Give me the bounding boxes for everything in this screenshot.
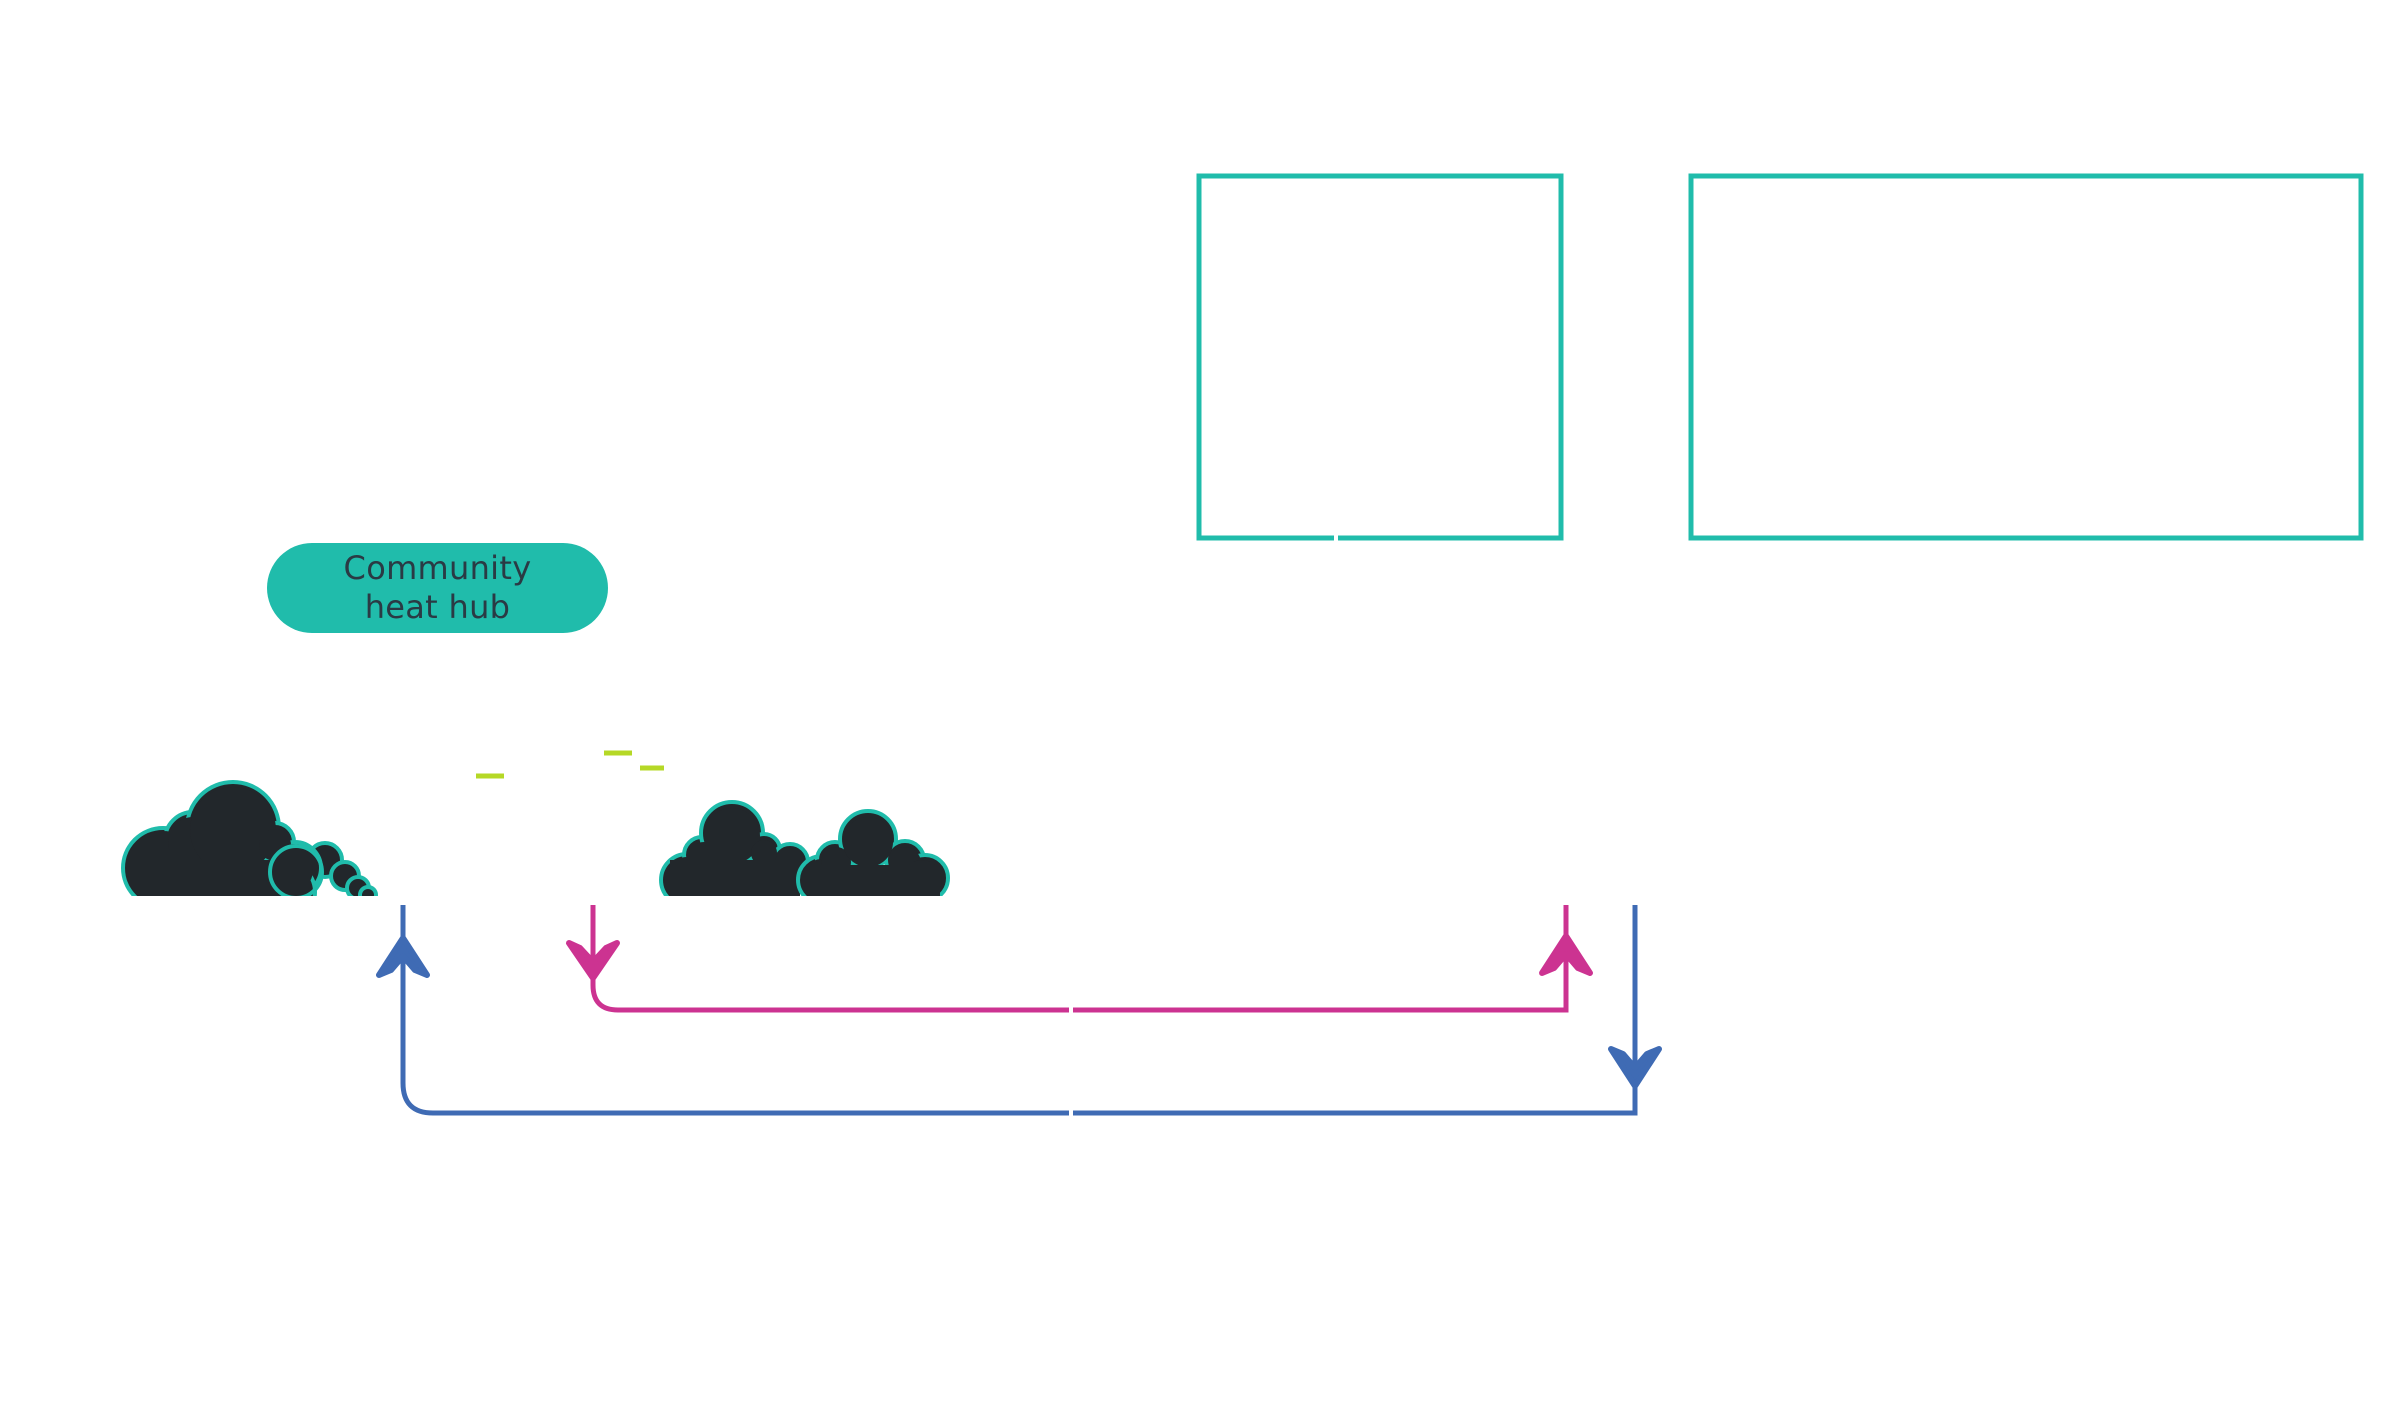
supply-pipe (400, 905, 1638, 1116)
accent-dashes (476, 750, 664, 779)
arrow-down-icon (566, 940, 620, 981)
arrow-up-icon (1539, 933, 1593, 976)
hub-label: Community heat hub (343, 549, 532, 626)
arrow-up-icon (376, 935, 430, 978)
return-flow-line (590, 905, 1569, 1014)
return-pipe (590, 905, 1569, 1013)
building-box-left (1196, 173, 1564, 541)
cloud-icon (121, 780, 378, 896)
arrow-down-icon (1608, 1046, 1662, 1089)
building-box-right (1688, 173, 2364, 541)
cloud-icon (659, 800, 950, 896)
community-heat-hub-badge: Community heat hub (267, 543, 608, 633)
supply-flow-line (400, 905, 1638, 1117)
